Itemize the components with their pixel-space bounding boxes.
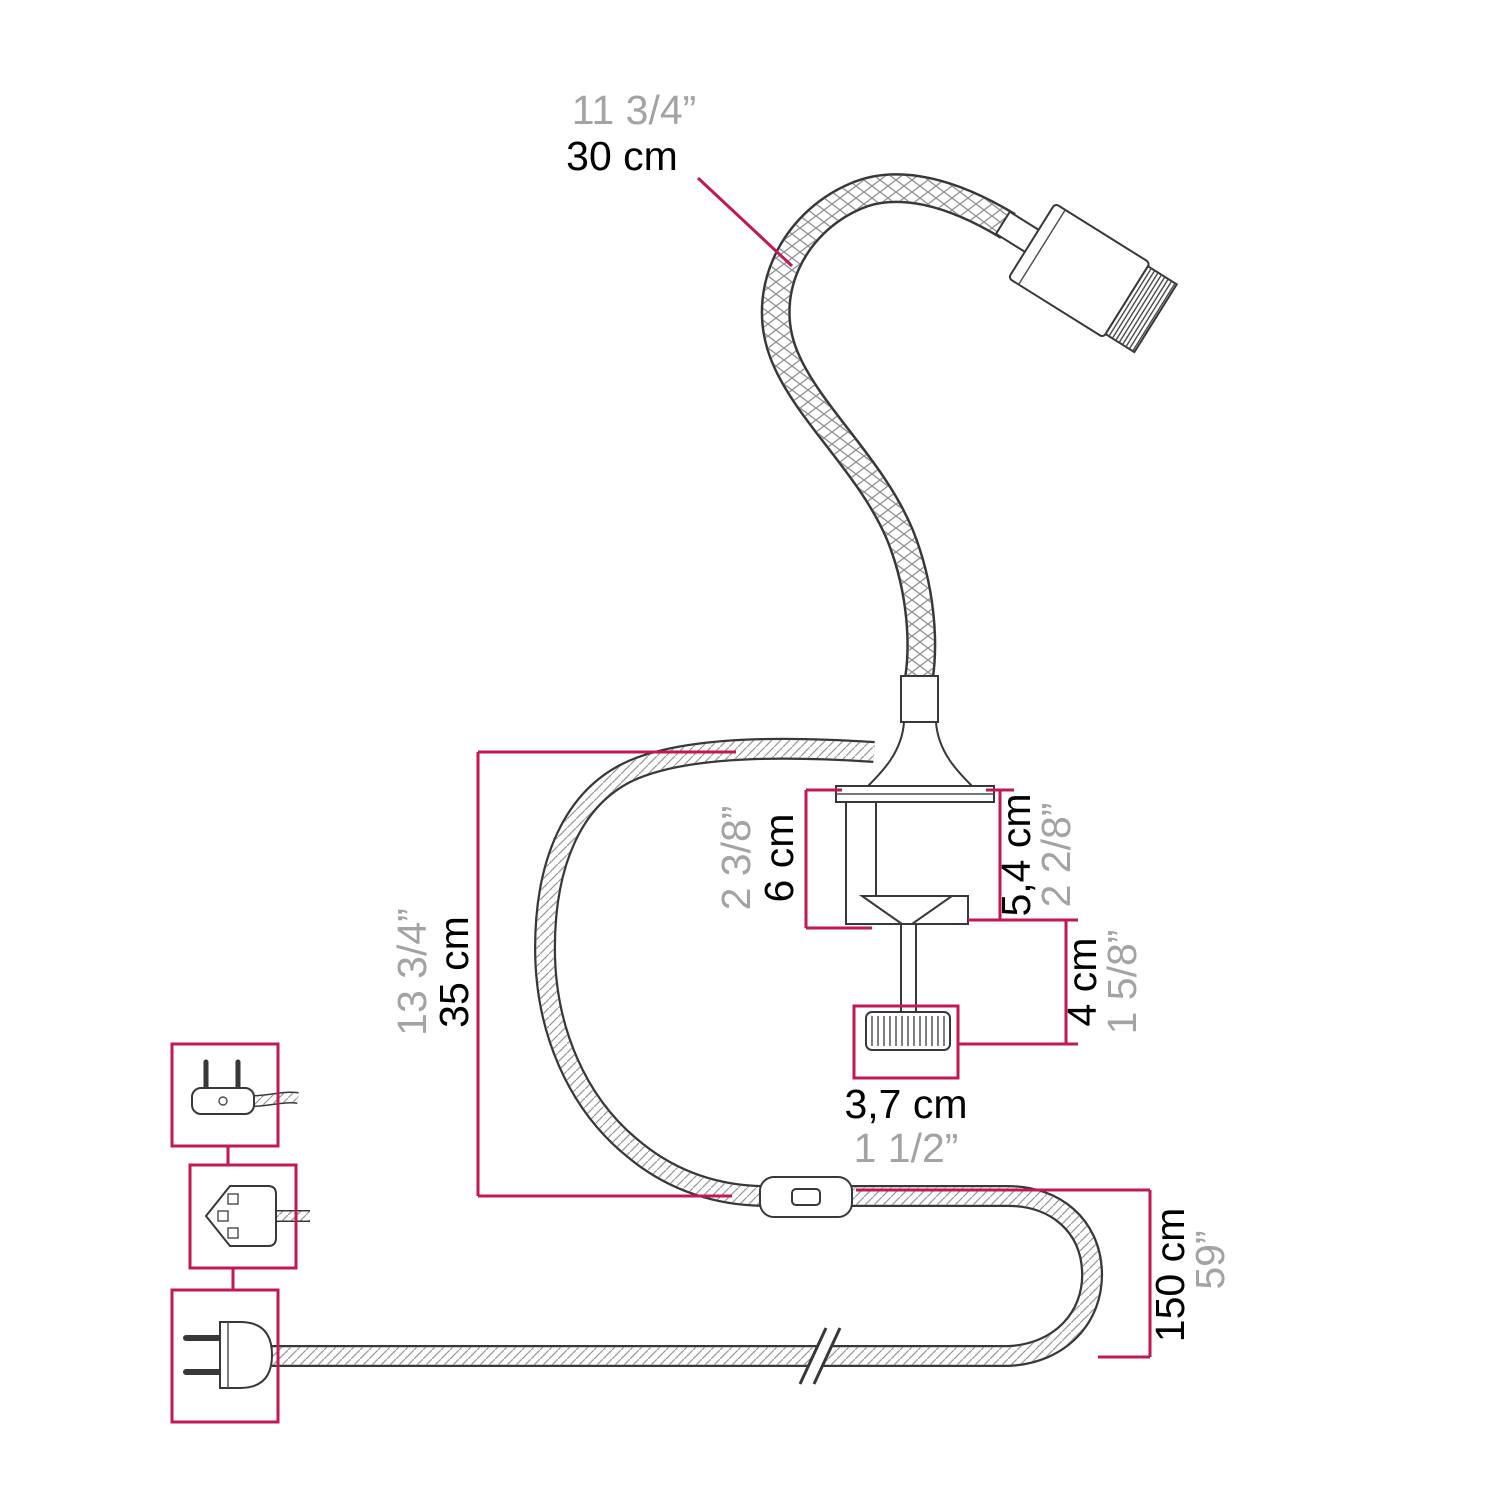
euro-plug-icon <box>191 1059 299 1115</box>
lamp-head-knurl <box>1104 264 1179 354</box>
knob-width-metric-label: 3,7 cm <box>844 1081 967 1127</box>
uk-plug-icon <box>204 1185 310 1247</box>
gooseneck-length-metric-label: 30 cm <box>566 133 678 179</box>
lamp-drawing <box>183 173 1179 1389</box>
plug-option-box-us <box>170 1288 280 1424</box>
dim-cable-loop <box>476 750 736 1198</box>
clamp-depth-imperial-label: 2 2/8” <box>1033 803 1079 908</box>
clamp <box>835 785 995 1051</box>
knob-width-imperial-label: 1 1/2” <box>854 1125 959 1171</box>
dim-gooseneck-leader <box>696 176 794 268</box>
clamp-screw <box>900 923 917 1013</box>
switch-rocker <box>791 1188 821 1206</box>
clamp-depth-metric-label: 5,4 cm <box>993 793 1039 916</box>
dimension-annotations <box>170 176 1152 1424</box>
clamp-height-imperial-label: 2 3/8” <box>713 806 759 911</box>
cable-loop-imperial-label: 13 3/4” <box>389 908 435 1036</box>
inline-switch <box>759 1176 853 1218</box>
dim-knob-box <box>852 1004 960 1080</box>
plug-option-box-euro <box>170 1042 280 1148</box>
gooseneck-length-imperial-label: 11 3/4” <box>572 87 697 133</box>
cable-break-icon <box>798 1327 842 1385</box>
power-cable-loop <box>533 737 875 1207</box>
screw-length-metric-label: 4 cm <box>1059 938 1105 1027</box>
dim-clamp-height <box>804 788 872 930</box>
cord-length-metric-label: 150 cm <box>1147 1208 1193 1342</box>
cable-loop-metric-label: 35 cm <box>431 916 477 1028</box>
cord-length-imperial-label: 59” <box>1187 1230 1233 1289</box>
screw-length-imperial-label: 1 5/8” <box>1099 930 1145 1035</box>
dimension-labels: 11 3/4” 30 cm 2 3/8” 6 cm 5,4 cm 2 2/8” … <box>389 87 1233 1342</box>
dim-cord-length <box>856 1188 1152 1359</box>
dim-screw-length <box>958 920 1078 1046</box>
power-cable-run <box>272 1185 1104 1367</box>
dim-clamp-depth <box>968 788 1078 922</box>
us-plug-icon <box>183 1321 274 1389</box>
plug-option-box-uk <box>188 1163 298 1270</box>
gooseneck-arm <box>760 173 1016 681</box>
clamp-height-metric-label: 6 cm <box>756 814 802 903</box>
gooseneck-ferrule <box>900 675 939 723</box>
socket-cone <box>865 721 975 787</box>
lamp-head <box>994 204 1179 354</box>
